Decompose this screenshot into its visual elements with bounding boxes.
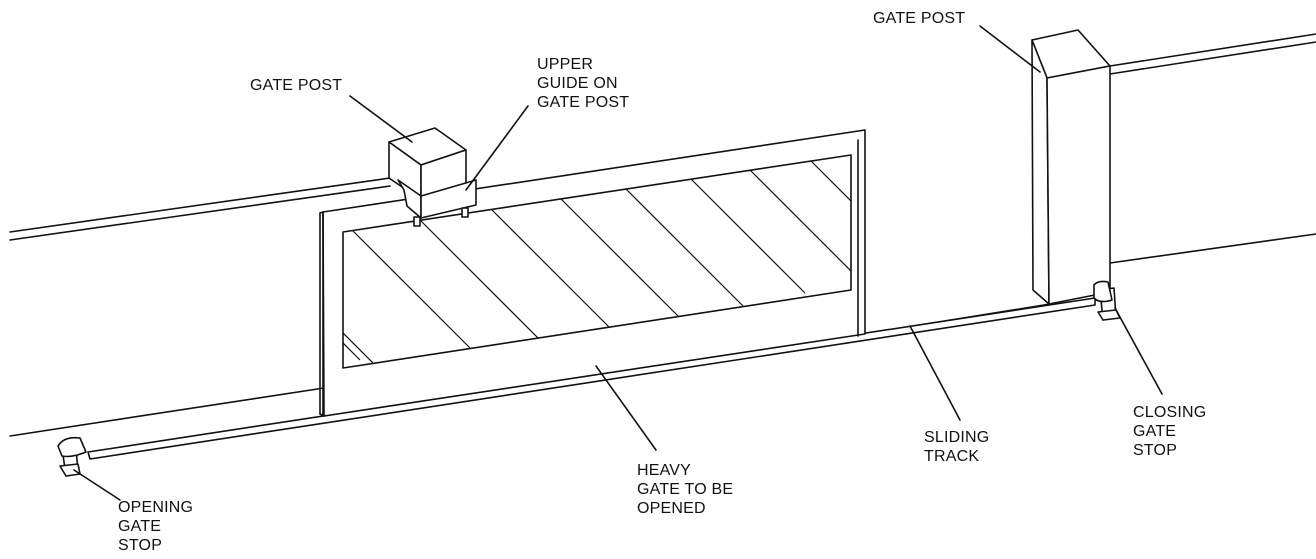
- gate-panel: [342, 154, 852, 369]
- label-heavy-gate: HEAVY GATE TO BE OPENED: [637, 462, 738, 517]
- gate-post-right: [1031, 29, 1111, 305]
- gate-hatching: [343, 159, 851, 368]
- label-gate-post-right: GATE POST: [873, 10, 965, 27]
- leader-lines: [73, 25, 1163, 501]
- opening-gate-stop: [57, 436, 87, 477]
- label-sliding-track: SLIDING TRACK: [924, 429, 994, 465]
- heavy-gate: [319, 129, 866, 417]
- upper-guide-block: [388, 127, 477, 227]
- wall-top-rail: [9, 33, 1316, 241]
- label-closing-gate-stop: CLOSING GATE STOP: [1133, 404, 1211, 459]
- guide-roller-right: [461, 207, 469, 218]
- closing-gate-stop: [1093, 280, 1121, 321]
- guide-roller-left: [413, 216, 421, 227]
- label-opening-gate-stop: OPENING GATE STOP: [118, 499, 198, 554]
- label-upper-guide: UPPER GUIDE ON GATE POST: [537, 56, 629, 111]
- label-gate-post-left: GATE POST: [250, 77, 342, 94]
